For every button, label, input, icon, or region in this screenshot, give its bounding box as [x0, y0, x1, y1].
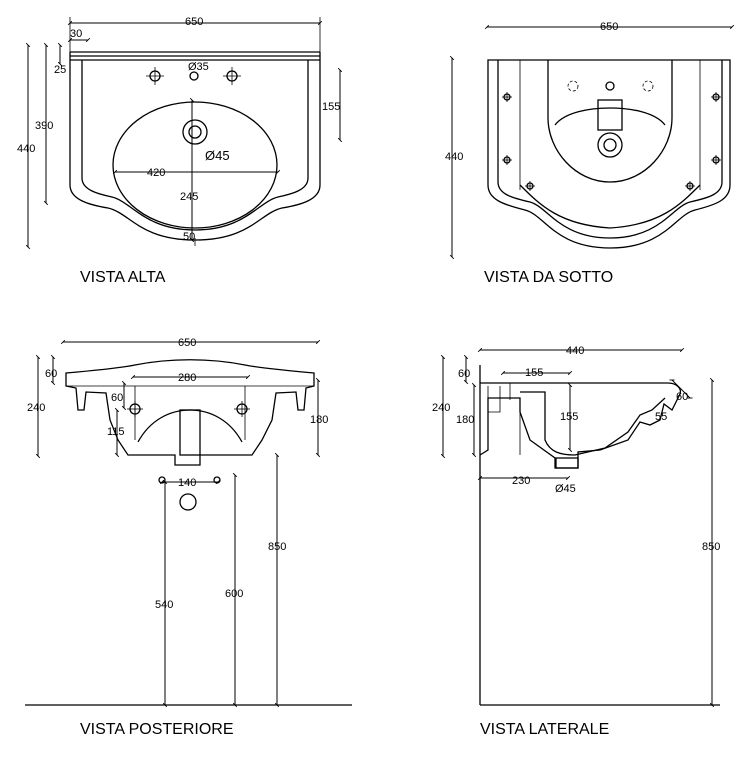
fixing-point-icon: [525, 181, 535, 191]
bottom-view: 650 440 VISTA DA SOTTO: [445, 21, 735, 286]
fixing-hole-icon: [127, 401, 143, 417]
side-view-title: VISTA LATERALE: [480, 721, 609, 738]
rear-floor-h-label: 850: [268, 541, 286, 553]
side-bowl-back-label: 155: [525, 367, 543, 379]
top-bowl-width-label: 420: [147, 167, 165, 179]
rear-fix-width-label: 280: [178, 372, 196, 384]
bottom-depth-label: 440: [445, 151, 463, 163]
top-hole-label: Ø35: [188, 61, 209, 73]
tap-hole-icon: [146, 67, 164, 85]
top-rim-h-label: 25: [54, 64, 66, 76]
side-floor-h-label: 850: [702, 541, 720, 553]
rear-drain-floor-label: 540: [155, 599, 173, 611]
side-rim-h-label: 60: [458, 368, 470, 380]
tap-hole-icon: [223, 67, 241, 85]
side-front-h-label: 60: [676, 391, 688, 403]
side-inner-h-label: 180: [456, 414, 474, 426]
top-view-title: VISTA ALTA: [80, 269, 166, 286]
top-rim-label: 30: [70, 28, 82, 40]
top-taps-label: 155: [322, 101, 340, 113]
top-width-label: 650: [185, 16, 203, 28]
fixing-point-icon: [502, 155, 512, 165]
bottom-width-label: 650: [600, 21, 618, 33]
top-drain-label: Ø45: [205, 148, 230, 163]
bottom-view-title: VISTA DA SOTTO: [484, 269, 613, 286]
rear-rim-h-label: 60: [45, 368, 57, 380]
rear-hole-width-label: 140: [178, 477, 196, 489]
top-view: 650 30 25 Ø35 155 390 440 Ø45 420 245 50…: [17, 16, 343, 286]
side-drain-label: Ø45: [555, 483, 576, 495]
top-inner-depth-label: 390: [35, 120, 53, 132]
side-height-label: 240: [432, 402, 450, 414]
side-front-slope-label: 55: [655, 411, 667, 423]
rear-tail-label: 115: [107, 426, 125, 438]
fixing-point-icon: [502, 92, 512, 102]
side-view: 440 60 240 180 155 155 60 55 230 Ø45 850…: [432, 345, 720, 738]
fixing-hole-icon: [234, 401, 250, 417]
rear-side-label: 180: [310, 414, 328, 426]
top-bowl-depth-label: 245: [180, 191, 198, 203]
rear-height-label: 240: [27, 402, 45, 414]
rear-fix-floor-label: 600: [225, 588, 243, 600]
fixing-point-icon: [685, 181, 695, 191]
side-drain-offset-label: 230: [512, 475, 530, 487]
rear-view-title: VISTA POSTERIORE: [80, 721, 234, 738]
top-depth-label: 440: [17, 143, 35, 155]
rear-view: 650 60 240 280 60 180 115 140 850 600 54…: [25, 337, 352, 738]
side-bowl-depth-label: 155: [560, 411, 578, 423]
top-front-label: 50: [183, 231, 195, 243]
fixing-point-icon: [711, 155, 721, 165]
fixing-point-icon: [711, 92, 721, 102]
rear-fix-h-label: 60: [111, 392, 123, 404]
side-depth-label: 440: [566, 345, 584, 357]
rear-width-label: 650: [178, 337, 196, 349]
